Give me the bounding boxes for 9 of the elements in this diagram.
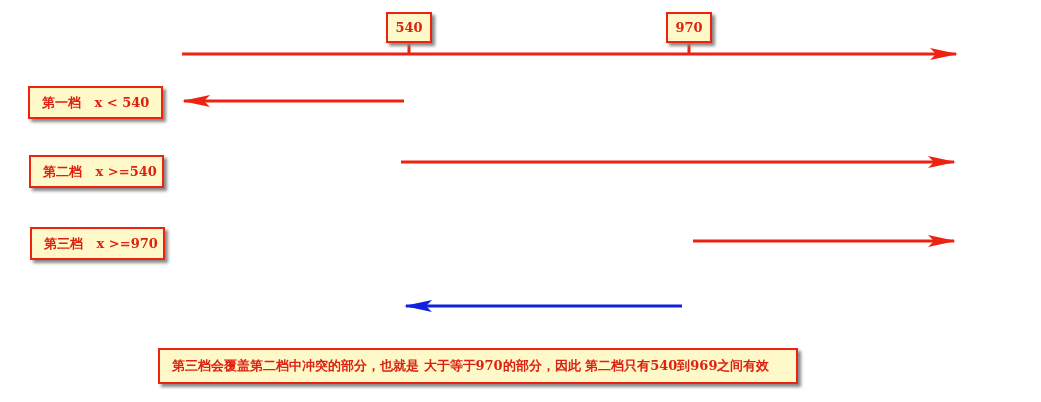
range-label-box: 第二档 x >=540 (29, 155, 164, 188)
tick-value-label: 970 (666, 12, 712, 43)
tick-line (687, 43, 691, 53)
number-line-arrow (182, 48, 958, 60)
tick-value-label: 540 (386, 12, 432, 43)
range-label-box: 第三档 x >=970 (30, 227, 165, 260)
range-label-box: 第一档 x < 540 (28, 86, 163, 119)
tick-line (407, 43, 411, 53)
note-box: 第三档会覆盖第二档中冲突的部分，也就是 大于等于970的部分，因此 第二档只有540到969之间有效 (158, 348, 798, 384)
